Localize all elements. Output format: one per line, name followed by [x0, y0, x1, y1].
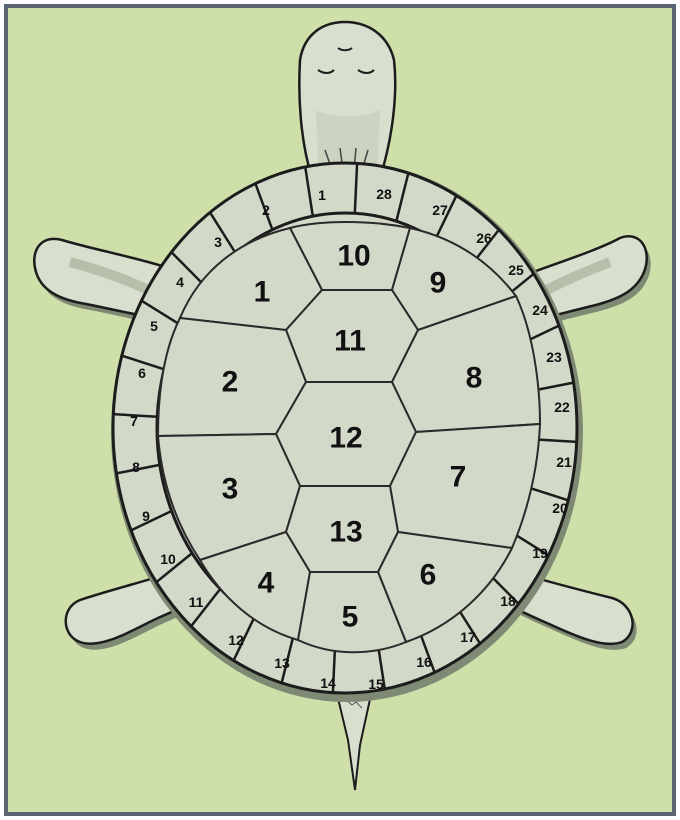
scute-8-label: 8	[466, 362, 483, 395]
marginal-3-label: 3	[214, 234, 222, 250]
scute-10-label: 10	[337, 240, 370, 273]
marginal-23-label: 23	[546, 349, 562, 365]
turtle-head	[299, 22, 395, 178]
marginal-6-label: 6	[138, 365, 146, 381]
scute-9-label: 9	[430, 267, 447, 300]
marginal-8-label: 8	[132, 459, 140, 475]
marginal-16-label: 16	[416, 654, 432, 670]
scute-1-label: 1	[254, 276, 271, 309]
scute-2-label: 2	[222, 366, 239, 399]
marginal-22-label: 22	[554, 399, 570, 415]
scute-4-label: 4	[258, 567, 275, 600]
marginal-2-label: 2	[262, 202, 270, 218]
scute-13-label: 13	[329, 516, 362, 549]
marginal-20-label: 20	[552, 500, 568, 516]
marginal-17-label: 17	[460, 629, 476, 645]
marginal-7-label: 7	[130, 413, 138, 429]
marginal-19-label: 19	[532, 545, 548, 561]
marginal-14-label: 14	[320, 675, 336, 691]
scute-7-label: 7	[450, 461, 467, 494]
marginal-21-label: 21	[556, 454, 572, 470]
marginal-10-label: 10	[160, 551, 176, 567]
scute-6-label: 6	[420, 559, 437, 592]
marginal-24-label: 24	[532, 302, 548, 318]
marginal-27-label: 27	[432, 202, 448, 218]
marginal-12-label: 12	[228, 632, 244, 648]
scute-3-label: 3	[222, 473, 239, 506]
scute-11-label: 11	[334, 325, 366, 358]
marginal-5-label: 5	[150, 318, 158, 334]
marginal-18-label: 18	[500, 593, 516, 609]
marginal-4-label: 4	[176, 274, 184, 290]
marginal-26-label: 26	[476, 230, 492, 246]
marginal-28-label: 28	[376, 186, 392, 202]
marginal-13-label: 13	[274, 655, 290, 671]
marginal-1-label: 1	[318, 187, 326, 203]
marginal-11-label: 11	[189, 594, 204, 610]
marginal-25-label: 25	[508, 262, 524, 278]
marginal-15-label: 15	[368, 676, 384, 692]
marginal-9-label: 9	[142, 508, 150, 524]
scute-12-label: 12	[329, 422, 362, 455]
scute-5-label: 5	[342, 601, 359, 634]
